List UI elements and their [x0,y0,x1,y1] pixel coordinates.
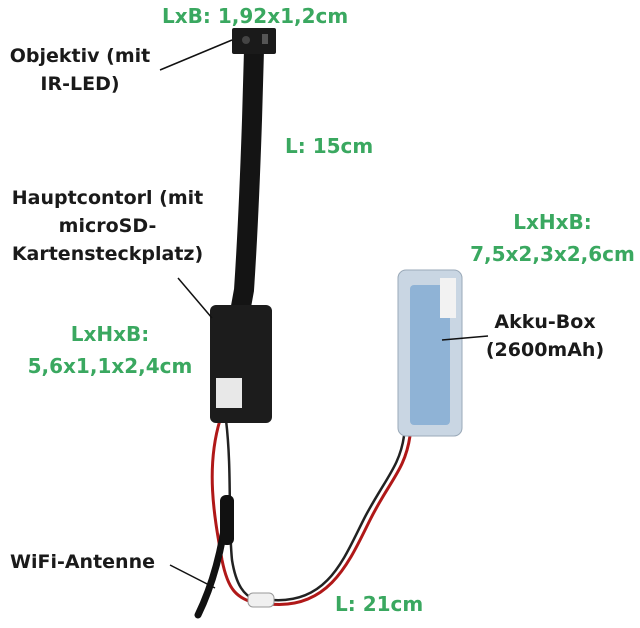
lens-icon [242,36,250,44]
akku-box-label-line1: Akku-Box [494,311,596,333]
battery-dimension: LxHxB: 7,5x2,3x2,6cm [465,206,640,270]
objektiv-label: Objektiv (mit IR-LED) [0,42,160,98]
wifi-antenne-label: WiFi-Antenne [10,551,155,573]
battery-cells [410,285,450,425]
hauptcontrol-label-line2: microSD- [58,215,157,237]
leader-antenne [169,564,216,589]
red-wire-battery [269,435,412,606]
ribbon-length: L: 15cm [285,134,374,158]
controller-sticker [216,378,242,408]
cable-length: L: 21cm [335,592,424,616]
lens-dimension: LxB: 1,92x1,2cm [162,4,349,28]
wire-connector [247,592,275,608]
antenna-sleeve [220,495,234,545]
controller-dimension-line2: 5,6x1,1x2,4cm [27,354,193,378]
akku-box-label-line2: (2600mAh) [485,339,605,361]
leader-haupt [177,277,213,319]
hauptcontrol-label: Hauptcontorl (mit microSD- Kartensteckpl… [0,184,215,268]
objektiv-label-line2: IR-LED) [40,73,120,95]
black-wire-controller [224,419,257,602]
battery-label-sticker [440,278,456,318]
battery-dimension-line2: 7,5x2,3x2,6cm [470,242,635,266]
controller-dimension-line1: LxHxB: [70,322,150,346]
hauptcontrol-label-line1: Hauptcontorl (mit [11,187,204,209]
leader-akku [441,335,489,341]
controller-dimension: LxHxB: 5,6x1,1x2,4cm [15,318,205,382]
hauptcontrol-label-line3: Kartensteckplatz) [11,243,204,265]
battery-dimension-line1: LxHxB: [513,210,592,234]
ribbon-cable [230,49,264,314]
black-wire-battery [271,435,406,602]
ir-led-icon [262,34,268,44]
akku-box-label: Akku-Box (2600mAh) [485,308,605,364]
objektiv-label-line1: Objektiv (mit [9,45,151,67]
leader-objektiv [159,39,233,71]
